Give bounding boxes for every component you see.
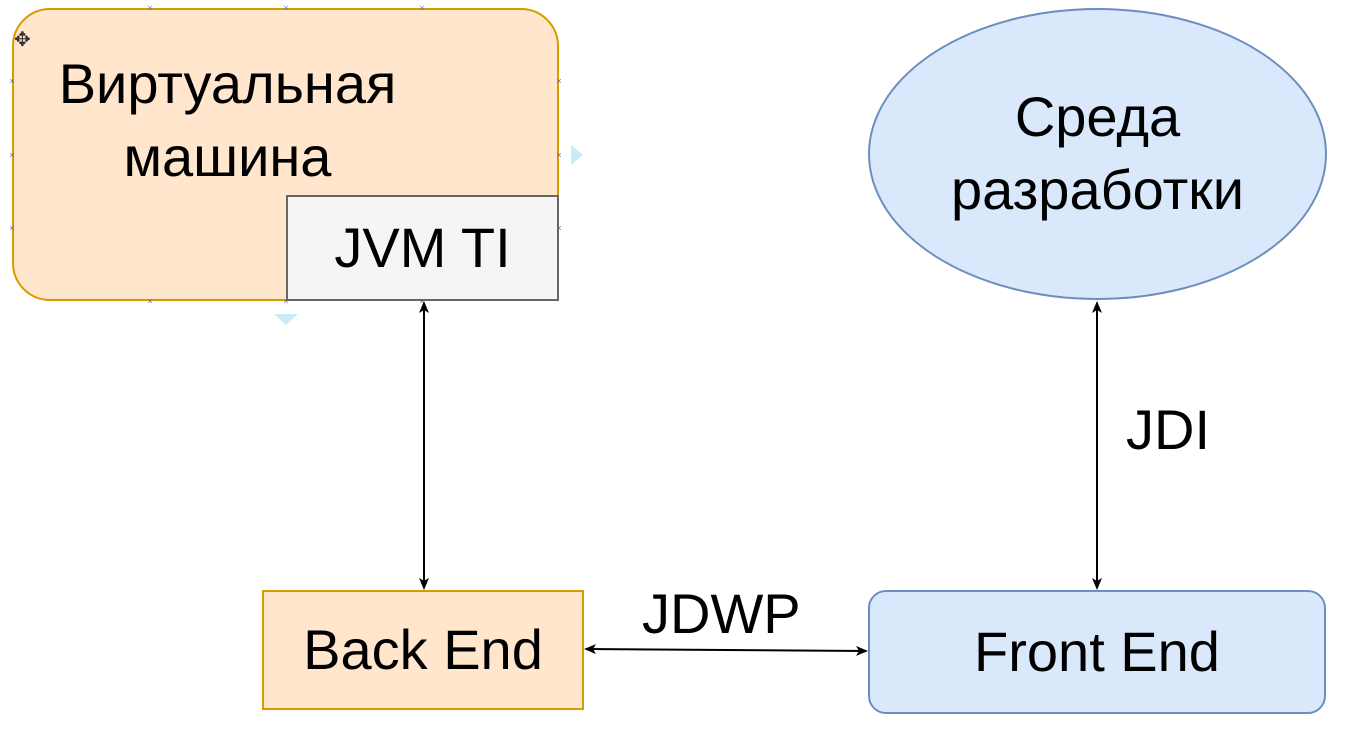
back-end-node[interactable]: Back End bbox=[262, 590, 584, 710]
ide-label: Среда разработки bbox=[950, 85, 1245, 221]
front-end-label: Front End bbox=[974, 619, 1220, 683]
selection-handle[interactable]: × bbox=[419, 3, 425, 13]
selection-handle[interactable]: × bbox=[147, 296, 153, 306]
virtual-machine-label: Виртуальная машина bbox=[58, 52, 397, 188]
jvm-ti-node[interactable]: JVM TI bbox=[286, 195, 559, 301]
selection-handle[interactable]: × bbox=[9, 76, 15, 86]
selection-handle[interactable]: × bbox=[283, 3, 289, 13]
front-end-node[interactable]: Front End bbox=[868, 590, 1326, 714]
selection-handle[interactable]: × bbox=[147, 3, 153, 13]
move-cursor-icon: ✥ bbox=[14, 29, 31, 51]
ide-node[interactable]: Среда разработки bbox=[868, 8, 1327, 300]
selection-handle[interactable]: × bbox=[9, 150, 15, 160]
jdwp-edge-label: JDWP bbox=[642, 582, 801, 645]
jvm-ti-label: JVM TI bbox=[334, 215, 511, 279]
connect-down-arrow-icon[interactable] bbox=[274, 314, 298, 325]
jdi-edge-label: JDI bbox=[1126, 398, 1210, 461]
selection-handle[interactable]: × bbox=[9, 223, 15, 233]
selection-handle[interactable]: × bbox=[556, 76, 562, 86]
backend-frontend-connector bbox=[584, 644, 868, 656]
back-end-label: Back End bbox=[303, 617, 543, 681]
connect-right-arrow-icon[interactable] bbox=[571, 145, 583, 165]
virtual-machine-node[interactable]: Виртуальная машина bbox=[12, 8, 559, 301]
selection-handle[interactable]: × bbox=[556, 150, 562, 160]
selection-handle[interactable]: × bbox=[283, 296, 289, 306]
